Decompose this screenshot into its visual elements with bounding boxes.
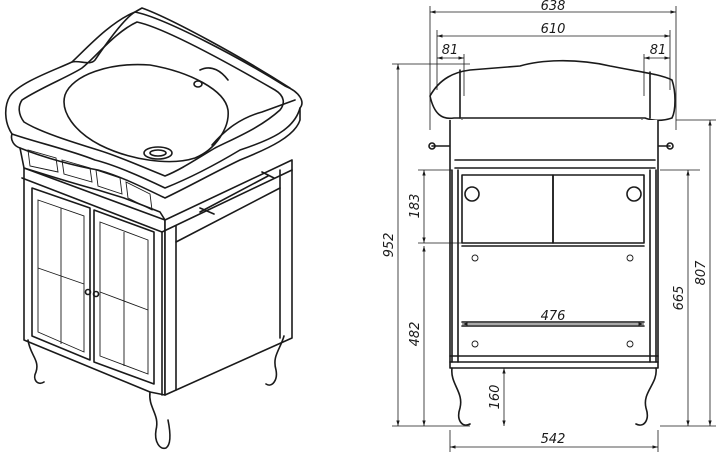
front-basin-top (429, 59, 676, 122)
screw-1 (471, 254, 479, 262)
screw-3 (471, 340, 479, 348)
leg-back-right (265, 335, 285, 386)
knob-right (92, 290, 100, 298)
label-overall-width: 638 (541, 0, 566, 14)
bottom-rail (449, 355, 659, 363)
side-rail (199, 67, 296, 146)
apron-panel-4 (125, 181, 153, 211)
label-inner-width: 476 (541, 309, 566, 324)
front-leg-left (451, 367, 471, 426)
leg-front-center (149, 391, 171, 450)
drain-hole (143, 146, 173, 160)
towel-end-left (428, 142, 436, 150)
leg-front-left (27, 339, 45, 385)
label-body-height: 665 (672, 286, 687, 311)
label-cabinet-height: 482 (408, 322, 423, 347)
front-stiles (451, 169, 657, 363)
label-leg-height: 160 (488, 385, 503, 410)
drawer-right (552, 174, 645, 244)
drawer-knob-left (464, 186, 480, 202)
screw-4 (626, 340, 634, 348)
label-base-width: 542 (541, 432, 566, 447)
left-door (31, 187, 91, 361)
dimension-lines (392, 6, 716, 452)
towel-bar (199, 175, 269, 213)
apron-panel-3 (95, 169, 123, 195)
front-view (428, 59, 676, 426)
knob-left (84, 288, 92, 296)
right-door-panel (99, 221, 149, 375)
towel-end-right (666, 142, 674, 150)
left-door-mullions (37, 208, 85, 344)
label-right-height: 807 (694, 260, 709, 286)
basin-bowl (63, 63, 229, 163)
label-right-overhang: 81 (650, 43, 667, 58)
apron-panel-1 (27, 149, 59, 173)
basin-rim (4, 11, 303, 189)
side-rail-top (175, 187, 281, 243)
faucet-hole (193, 80, 203, 88)
apron-panel-2 (61, 159, 93, 183)
side-frame (175, 169, 281, 391)
label-total-height: 952 (382, 233, 397, 258)
label-drawer-height: 183 (408, 194, 423, 219)
perspective-view (4, 7, 303, 450)
label-basin-width: 610 (541, 22, 566, 37)
back-splash (71, 7, 291, 89)
drain-inner (149, 149, 167, 157)
right-door-mullions (99, 232, 149, 366)
right-door (93, 209, 155, 385)
front-cabinet (449, 120, 659, 369)
front-basin-sides (459, 69, 651, 119)
drawer-knob-right (626, 186, 642, 202)
front-top-rail (454, 159, 656, 169)
screw-2 (626, 254, 634, 262)
label-left-overhang: 81 (442, 43, 459, 58)
cabinet-side (164, 159, 293, 396)
towel-bar-ends (199, 171, 275, 215)
dimension-labels: 638 610 81 81 952 183 482 160 476 542 66… (382, 0, 709, 447)
left-door-panel (37, 199, 85, 353)
inner-shelf (461, 321, 645, 327)
front-leg-right (635, 367, 657, 426)
